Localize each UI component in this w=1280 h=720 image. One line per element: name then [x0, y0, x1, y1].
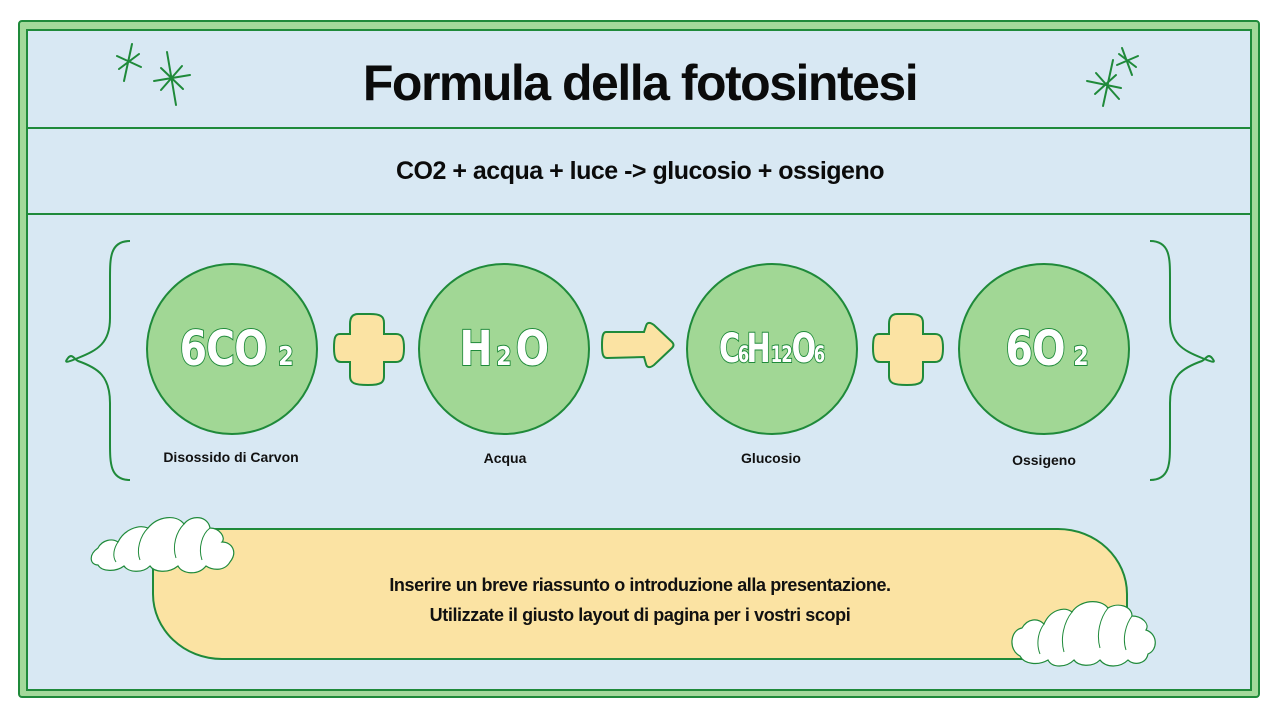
- plus-icon: [871, 313, 945, 387]
- summary-text: Inserire un breve riassunto o introduzio…: [152, 570, 1128, 630]
- formula-h2o: H 2 O: [459, 320, 550, 378]
- molecule-label: Glucosio: [741, 450, 801, 466]
- cloud-icon: [1011, 601, 1156, 667]
- summary-line-2: Utilizzate il giusto layout di pagina pe…: [429, 605, 851, 625]
- molecule-label: Acqua: [483, 450, 527, 466]
- formula-o2: 6O 2: [1005, 320, 1089, 378]
- cloud-icon: [90, 517, 235, 574]
- molecule-label: Disossido di Carvon: [163, 449, 299, 465]
- plus-icon: [332, 313, 406, 387]
- summary-line-1: Inserire un breve riassunto o introduzio…: [389, 575, 891, 595]
- title-divider: [27, 127, 1251, 129]
- arrow-right-icon: [600, 321, 675, 369]
- molecule-o2: 6O 2: [958, 263, 1130, 435]
- sparkle-icon: [1086, 47, 1139, 107]
- molecule-label: Ossigeno: [1012, 452, 1076, 468]
- left-brace-icon: [65, 240, 130, 481]
- subtitle-divider: [27, 213, 1251, 215]
- right-brace-icon: [1150, 240, 1215, 481]
- sparkle-icon: [116, 43, 191, 106]
- molecule-glucose: C 6 H 12 O 6: [686, 263, 858, 435]
- formula-co2: 6CO 2: [179, 320, 294, 378]
- summary-box: [152, 528, 1128, 660]
- molecule-h2o: H 2 O: [418, 263, 590, 435]
- page-title: Formula della fotosintesi: [362, 55, 919, 111]
- formula-summary: CO2 + acqua + luce -> glucosio + ossigen…: [396, 157, 885, 185]
- formula-glucose: C 6 H 12 O 6: [719, 325, 827, 373]
- molecule-co2: 6CO 2: [146, 263, 318, 435]
